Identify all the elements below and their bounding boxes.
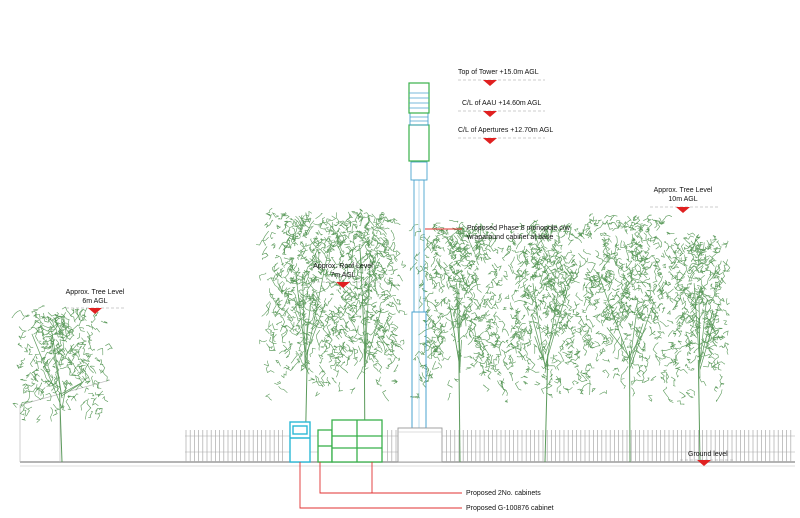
marker-tree-right [676, 207, 690, 213]
label-apertures: C/L of Apertures +12.70m AGL [458, 127, 554, 134]
wraparound-cabinet [397, 427, 443, 463]
label-aau: C/L of AAU +14.60m AGL [462, 100, 542, 107]
callout-monopole-line2: wraparound cabinet at base [467, 234, 554, 241]
trees [11, 207, 731, 463]
label-roof-line1: Approx. Roof Level [313, 263, 373, 270]
marker-apertures [483, 138, 497, 144]
monopole [408, 82, 430, 429]
marker-roof [336, 282, 350, 288]
aperture-shroud [408, 124, 430, 162]
callout-g-cabinet: Proposed G-100876 cabinet [466, 505, 554, 512]
label-tree-right-line1: Approx. Tree Level [653, 187, 713, 194]
label-roof-line2: 7m AGL [330, 272, 356, 279]
label-tree-right: Approx. Tree Level 10m AGL [640, 186, 726, 204]
label-tree-left-line2: 6m AGL [82, 298, 108, 305]
label-roof: Approx. Roof Level 7m AGL [300, 262, 386, 280]
marker-ground [697, 460, 711, 466]
label-tree-left-line1: Approx. Tree Level [65, 289, 125, 296]
palisade-fence [185, 430, 795, 462]
callout-monopole-line1: Proposed Phase 8 monopole c/w [467, 225, 570, 232]
callout-monopole: Proposed Phase 8 monopole c/w wraparound… [467, 224, 570, 242]
level-markers [88, 80, 711, 466]
label-tree-left: Approx. Tree Level 6m AGL [52, 288, 138, 306]
label-tree-right-line2: 10m AGL [668, 196, 698, 203]
label-ground: Ground level [688, 451, 728, 458]
proposed-cabinets [317, 419, 383, 463]
marker-tree-left [88, 308, 102, 314]
marker-aau [483, 111, 497, 117]
leader-lines [299, 228, 462, 509]
level-guides [66, 79, 735, 461]
marker-top-of-tower [483, 80, 497, 86]
label-top-of-tower: Top of Tower +15.0m AGL [458, 69, 539, 76]
callout-cabinets: Proposed 2No. cabinets [466, 490, 541, 497]
g-cabinet [289, 421, 311, 463]
